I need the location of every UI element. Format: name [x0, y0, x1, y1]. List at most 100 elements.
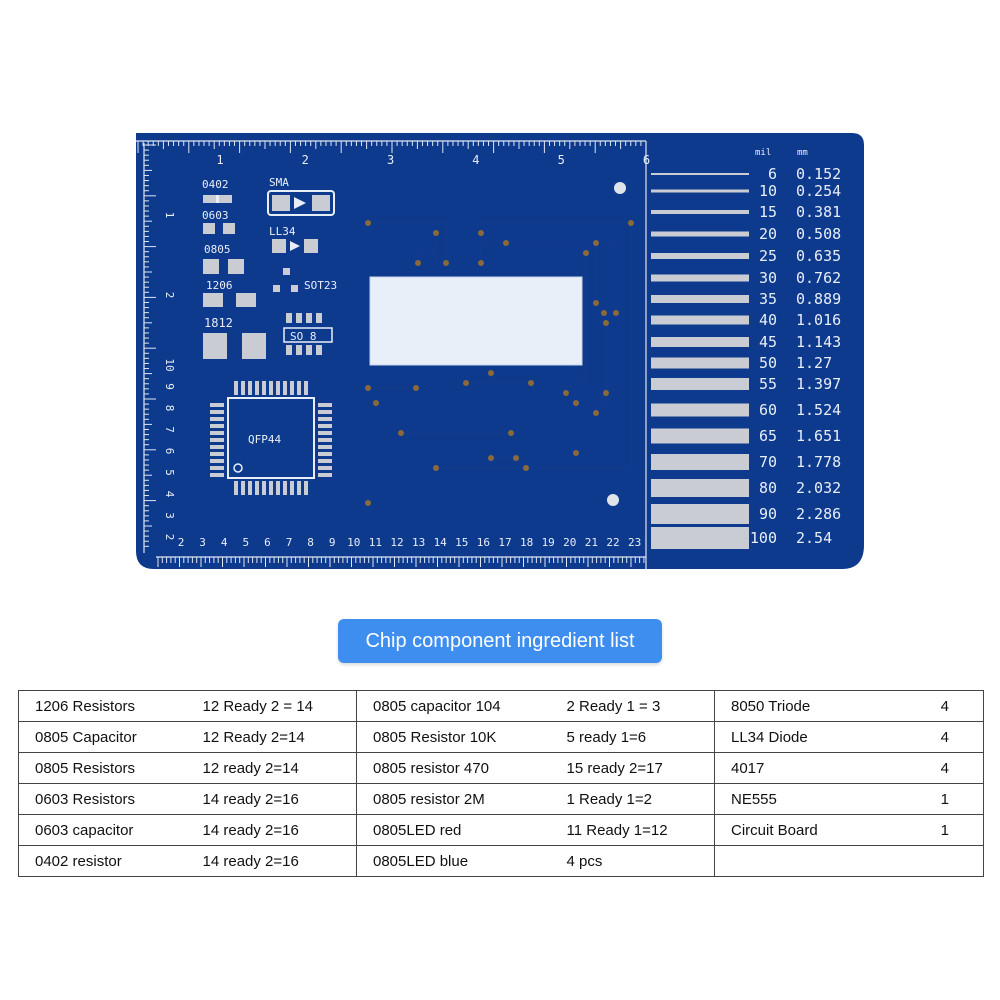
- bottom-ruler-ticks: [157, 557, 645, 567]
- component-quantity: 12 ready 2=14: [196, 752, 357, 784]
- pad-1812-b: [242, 333, 266, 359]
- pad-0805-b: [228, 259, 244, 274]
- mounting-hole-bottom: [607, 494, 619, 506]
- footprint-label-1812: 1812: [204, 316, 233, 330]
- component-name: 0805 Resistors: [18, 752, 197, 784]
- pad-ll34-a: [272, 239, 286, 253]
- component-name: Circuit Board: [714, 814, 875, 846]
- pad-sot23-b: [273, 285, 280, 292]
- trace-width-mm: 1.143: [796, 333, 841, 351]
- footprint-label-0805: 0805: [204, 243, 231, 256]
- trace-width-bar: [651, 189, 749, 193]
- component-name: NE555: [714, 783, 875, 815]
- bottom-ruler-number: 16: [477, 536, 490, 549]
- component-quantity: 5 ready 1=6: [560, 721, 715, 753]
- trace-width-mm: 0.508: [796, 225, 841, 243]
- component-name: 0805 resistor 2M: [356, 783, 561, 815]
- component-quantity: [874, 845, 984, 877]
- trace-width-bar: [651, 454, 749, 470]
- component-quantity: 14 ready 2=16: [196, 845, 357, 877]
- trace-header-mil: mil: [755, 148, 771, 158]
- component-quantity: 15 ready 2=17: [560, 752, 715, 784]
- bottom-ruler-number: 2: [178, 536, 185, 549]
- trace-width-bar: [651, 315, 749, 325]
- trace-width-mil: 90: [759, 505, 777, 523]
- trace-width-bar: [651, 295, 749, 303]
- trace-width-mm: 2.286: [796, 505, 841, 523]
- section-title: Chip component ingredient list: [338, 619, 662, 663]
- component-name: 0805 resistor 470: [356, 752, 561, 784]
- pad-1206-b: [236, 293, 256, 307]
- component-quantity: 2 Ready 1 = 3: [560, 690, 715, 722]
- trace-width-mil: 55: [759, 375, 777, 393]
- trace-width-mm: 1.397: [796, 375, 841, 393]
- diode-icon: [294, 197, 306, 209]
- trace-width-mm: 0.762: [796, 269, 841, 287]
- silkscreen-window: [369, 276, 583, 366]
- trace-width-mm: 1.016: [796, 311, 841, 329]
- left-ruler-number: 1: [163, 212, 176, 219]
- component-quantity: 4: [874, 690, 984, 722]
- bottom-ruler-number: 19: [542, 536, 555, 549]
- pad-0402-b: [219, 195, 232, 203]
- bottom-ruler-number: 7: [286, 536, 293, 549]
- pad-0805-a: [203, 259, 219, 274]
- qfp44-pins: [210, 381, 332, 495]
- footprint-label-sot23: SOT23: [304, 279, 337, 292]
- trace-width-mil: 15: [759, 203, 777, 221]
- trace-width-mil: 50: [759, 354, 777, 372]
- trace-width-mil: 20: [759, 225, 777, 243]
- bottom-ruler-number: 4: [221, 536, 228, 549]
- component-quantity: 1 Ready 1=2: [560, 783, 715, 815]
- trace-width-mil: 30: [759, 269, 777, 287]
- trace-width-mil: 60: [759, 401, 777, 419]
- trace-width-mm: 1.778: [796, 453, 841, 471]
- trace-width-bar: [651, 337, 749, 347]
- pad-1812-a: [203, 333, 227, 359]
- component-name: 0603 Resistors: [18, 783, 197, 815]
- trace-width-bar: [651, 479, 749, 497]
- trace-width-mm: 0.635: [796, 247, 841, 265]
- component-name: 0805 Capacitor: [18, 721, 197, 753]
- bottom-ruler-number: 6: [264, 536, 271, 549]
- footprint-label-1206: 1206: [206, 279, 233, 292]
- component-quantity: 4: [874, 752, 984, 784]
- trace-width-mm: 2.032: [796, 479, 841, 497]
- pad-1206-a: [203, 293, 223, 307]
- component-name: 0805LED blue: [356, 845, 561, 877]
- pad-sma-b: [312, 195, 330, 211]
- trace-width-mil: 65: [759, 427, 777, 445]
- component-name: 0603 capacitor: [18, 814, 197, 846]
- component-name: 8050 Triode: [714, 690, 875, 722]
- trace-width-mm: 0.381: [796, 203, 841, 221]
- qfp44-outline: [227, 397, 315, 479]
- trace-width-mil: 100: [750, 529, 777, 547]
- component-quantity: 1: [874, 814, 984, 846]
- bottom-ruler-number: 12: [390, 536, 403, 549]
- left-ruler-cm-number: 8: [163, 405, 176, 412]
- trace-width-mil: 80: [759, 479, 777, 497]
- trace-width-mil: 70: [759, 453, 777, 471]
- trace-width-mil: 45: [759, 333, 777, 351]
- component-name: 0805 capacitor 104: [356, 690, 561, 722]
- pcb-vias: [365, 220, 634, 506]
- bottom-ruler-number: 20: [563, 536, 576, 549]
- bottom-ruler-number: 21: [585, 536, 598, 549]
- left-ruler-cm-number: 10: [163, 358, 176, 371]
- trace-width-bar: [651, 403, 749, 417]
- trace-width-bar: [651, 527, 749, 549]
- qfp44-pin1-marker: [233, 463, 243, 473]
- component-name: [714, 845, 875, 877]
- pad-ll34-b: [304, 239, 318, 253]
- component-quantity: 12 Ready 2 = 14: [196, 690, 357, 722]
- pad-0603-a: [203, 223, 215, 234]
- trace-width-mm: 1.524: [796, 401, 841, 419]
- left-ruler-cm-number: 2: [163, 534, 176, 541]
- footprint-label-0603: 0603: [202, 209, 229, 222]
